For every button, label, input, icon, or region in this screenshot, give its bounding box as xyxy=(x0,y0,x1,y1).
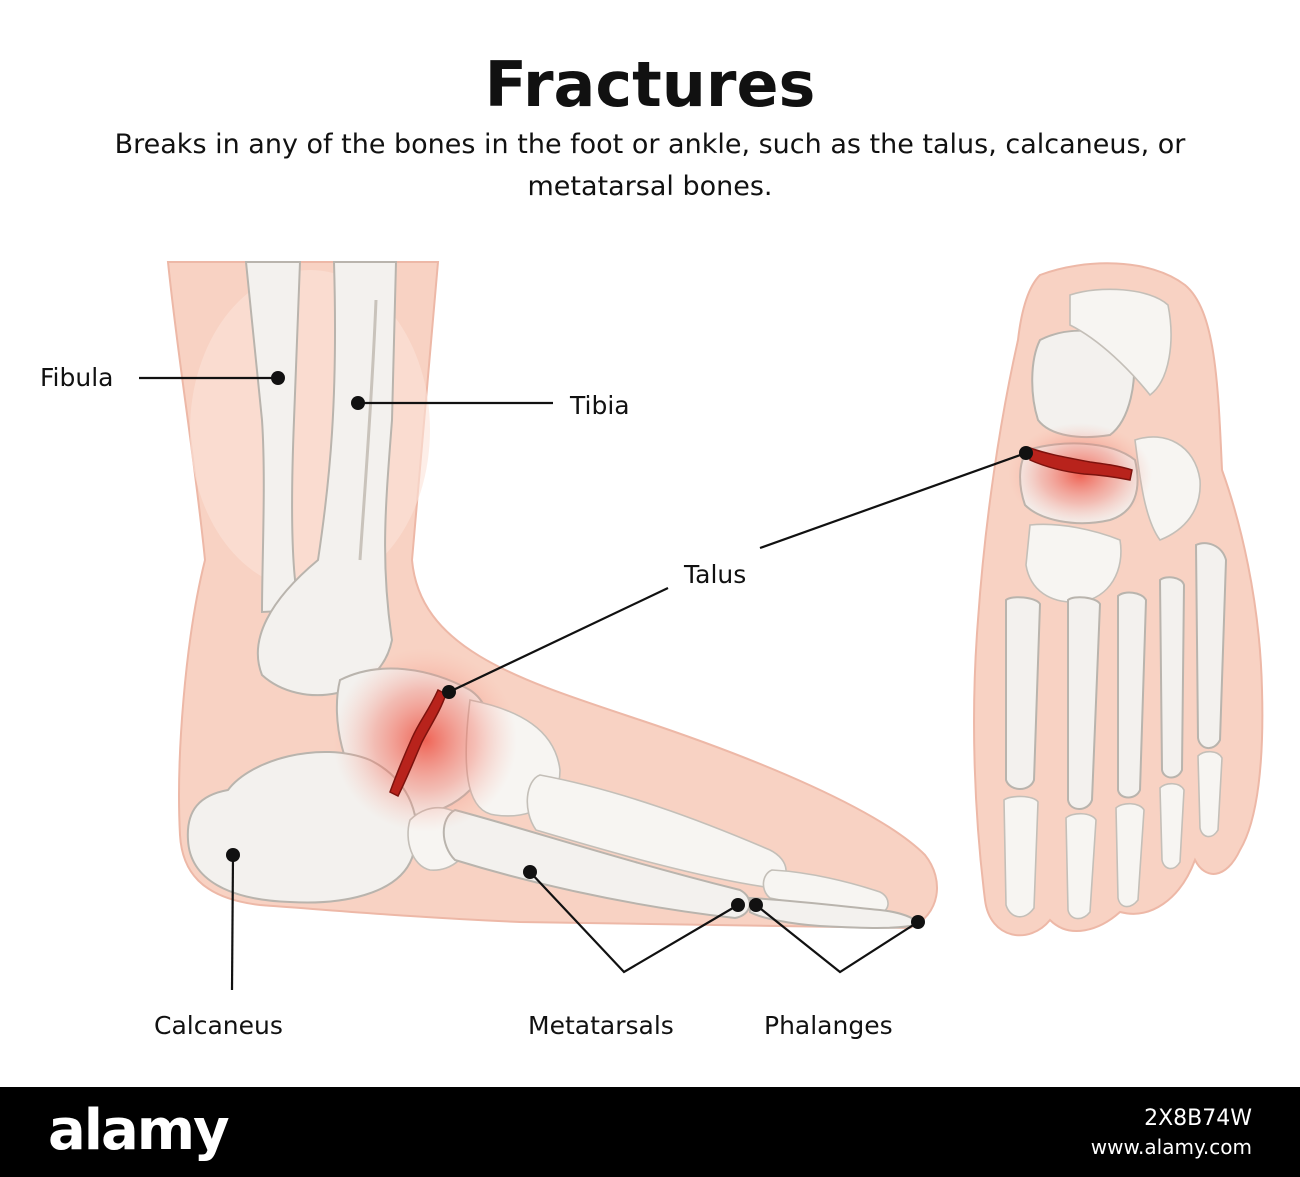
label-metatarsals: Metatarsals xyxy=(528,1011,674,1040)
watermark-meta: 2X8B74W www.alamy.com xyxy=(1091,1105,1252,1161)
label-calcaneus: Calcaneus xyxy=(154,1011,283,1040)
side-metatarsal-2 xyxy=(442,808,751,920)
label-tibia: Tibia xyxy=(569,391,630,420)
label-talus: Talus xyxy=(683,560,746,589)
top-phalanx-2 xyxy=(1065,812,1097,920)
image-id: 2X8B74W xyxy=(1144,1106,1252,1131)
calcaneus-pointer xyxy=(226,848,240,991)
top-fibula-end xyxy=(1069,288,1172,397)
top-inflammation-glow xyxy=(1008,423,1152,527)
top-phalanx-1 xyxy=(1003,795,1039,918)
top-metatarsal-2 xyxy=(1067,596,1102,810)
foot-fracture-diagram: Fibula Tibia Talus Calcaneus Metatarsals… xyxy=(40,261,1264,1040)
label-phalanges: Phalanges xyxy=(764,1011,893,1040)
top-metatarsal-1 xyxy=(1005,596,1042,790)
tibia-pointer xyxy=(351,396,553,410)
tibia-shading xyxy=(358,299,378,561)
top-phalanx-5 xyxy=(1197,750,1223,838)
tibia-bone xyxy=(256,261,398,697)
talus-pointer xyxy=(442,446,1033,699)
metatarsals-pointer xyxy=(523,865,745,974)
page-title: Fractures xyxy=(484,48,816,121)
label-fibula: Fibula xyxy=(40,363,114,392)
top-phalanx-3 xyxy=(1115,802,1145,908)
top-metatarsal-3 xyxy=(1117,591,1148,799)
top-metatarsal-4 xyxy=(1158,576,1186,779)
top-metatarsal-5 xyxy=(1194,542,1228,749)
watermark-footer: alamy 2X8B74W www.alamy.com xyxy=(0,1087,1300,1177)
watermark-url: www.alamy.com xyxy=(1090,1135,1252,1159)
side-fracture-line xyxy=(389,688,447,798)
fibula-pointer xyxy=(139,371,285,385)
side-inflammation-glow xyxy=(333,648,517,832)
page-subtitle: Breaks in any of the bones in the foot o… xyxy=(114,129,1186,202)
phalanges-pointer xyxy=(749,898,925,974)
top-phalanx-4 xyxy=(1159,782,1185,870)
top-fracture-line xyxy=(1029,446,1133,481)
watermark-logo: alamy xyxy=(48,1098,230,1163)
top-cuboid-bone xyxy=(1025,523,1122,603)
